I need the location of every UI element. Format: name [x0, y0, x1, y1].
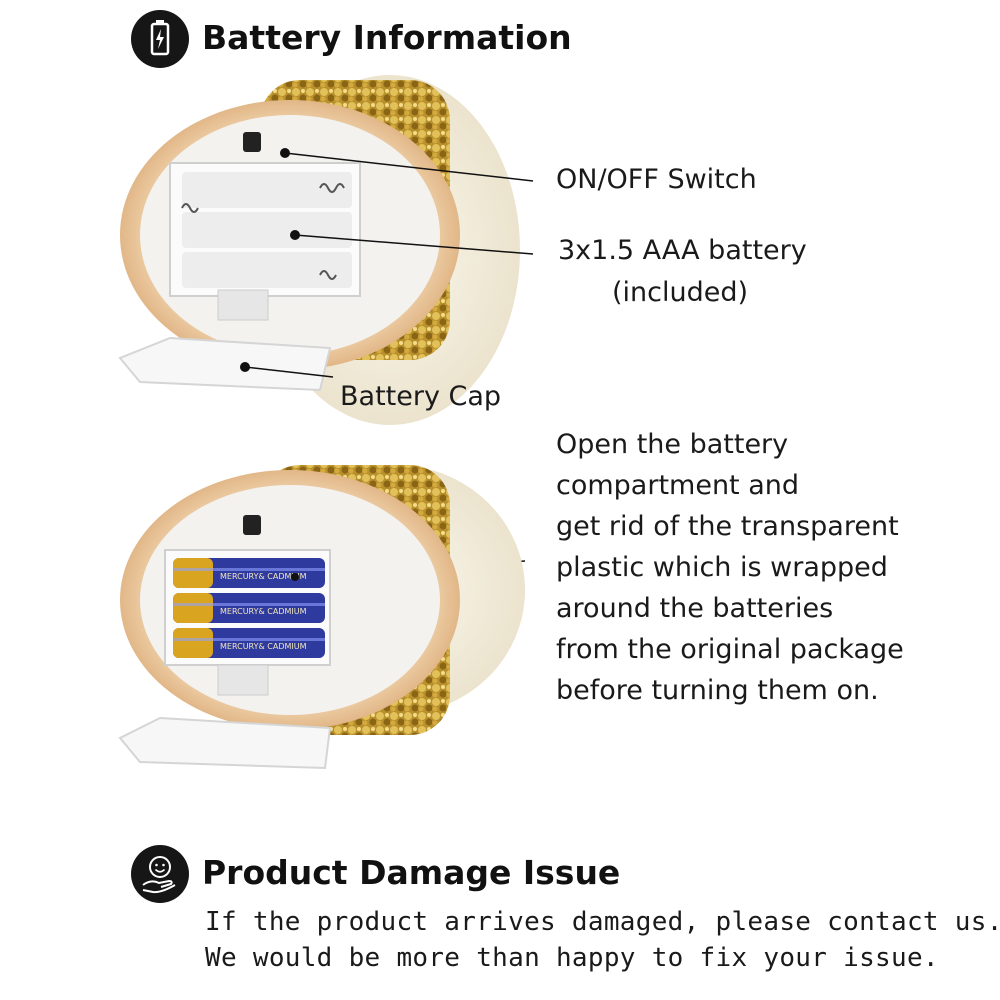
instruction-line: Open the battery — [556, 429, 789, 460]
instruction-line: around the batteries — [556, 593, 834, 624]
smile-hand-icon — [142, 856, 176, 894]
damage-line: We would be more than happy to fix your … — [205, 943, 939, 973]
instruction-line: from the original package — [556, 634, 904, 665]
instruction-line: get rid of the transparent — [556, 511, 899, 542]
battery-print-2: MERCURY& CADMIUM — [220, 607, 307, 616]
on-off-switch — [243, 132, 261, 152]
battery-cap-label: Battery Cap — [340, 381, 502, 412]
battery-label-line1: 3x1.5 AAA battery — [558, 235, 807, 266]
damage-line: If the product arrives damaged, please c… — [205, 907, 1000, 937]
battery-info-icon-badge — [131, 10, 189, 68]
instruction-line: compartment and — [556, 470, 800, 501]
switch-label: ON/OFF Switch — [556, 164, 757, 195]
candle-photo-top — [118, 75, 520, 425]
battery-cap — [118, 336, 332, 392]
battery-print-3: MERCURY& CADMIUM — [220, 642, 307, 651]
damage-text: If the product arrives damaged, please c… — [205, 904, 1000, 976]
battery-label-line2: (included) — [612, 277, 749, 308]
candle-photo-bottom: MERCURY& CADMIUM MERCURY& CADMIUM MERCUR… — [118, 465, 525, 770]
instruction-text: Open the battery compartment and get rid… — [556, 424, 904, 711]
instruction-line: before turning them on. — [556, 675, 879, 706]
battery-cap-bottom — [118, 716, 332, 770]
battery-info-title: Battery Information — [202, 18, 572, 57]
battery-print-1: MERCURY& CADMIUM — [220, 572, 307, 581]
damage-icon-badge — [131, 845, 189, 903]
aaa-batteries — [173, 558, 325, 658]
damage-title: Product Damage Issue — [202, 853, 621, 892]
instruction-line: plastic which is wrapped — [556, 552, 888, 583]
battery-icon — [150, 20, 170, 56]
